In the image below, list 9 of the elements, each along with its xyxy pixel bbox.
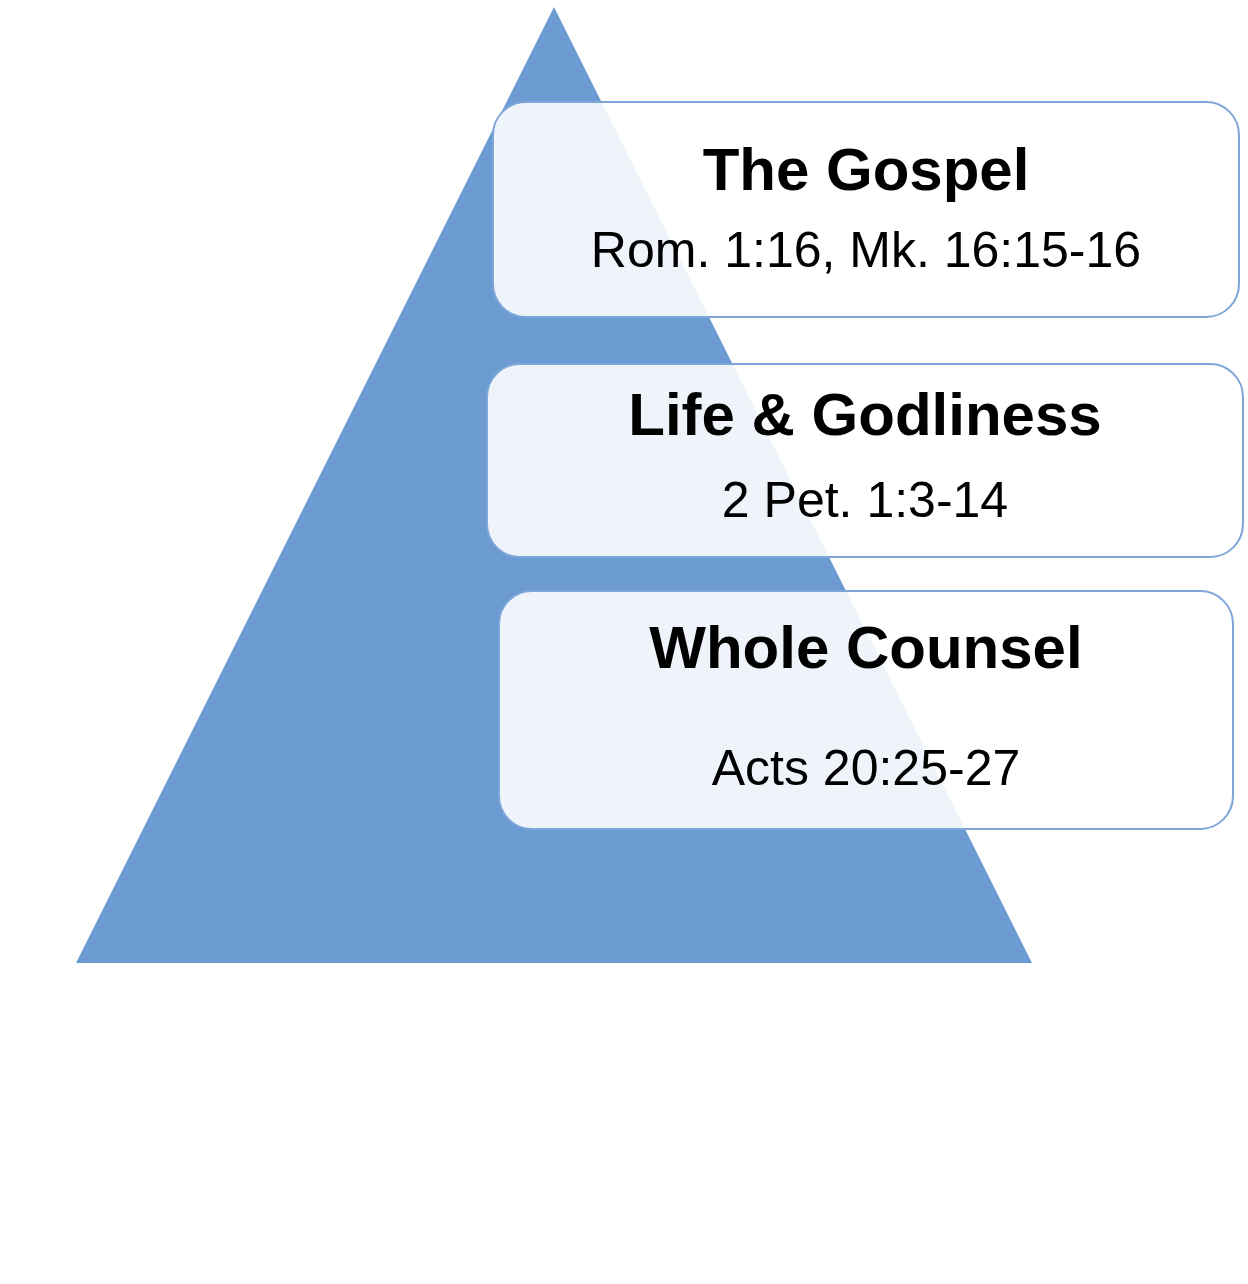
card-heading: Life & Godliness xyxy=(628,380,1102,450)
scripture-reference: 2 Pet. 1:3-14 xyxy=(721,471,1009,530)
rounded-card xyxy=(498,590,1234,830)
card-heading: The Gospel xyxy=(702,135,1030,205)
scripture-reference: Acts 20:25-27 xyxy=(711,739,1021,798)
rounded-card xyxy=(492,101,1240,318)
rounded-card xyxy=(486,363,1244,558)
card-heading: Whole Counsel xyxy=(649,613,1083,683)
scripture-reference: Rom. 1:16, Mk. 16:15-16 xyxy=(590,221,1142,280)
